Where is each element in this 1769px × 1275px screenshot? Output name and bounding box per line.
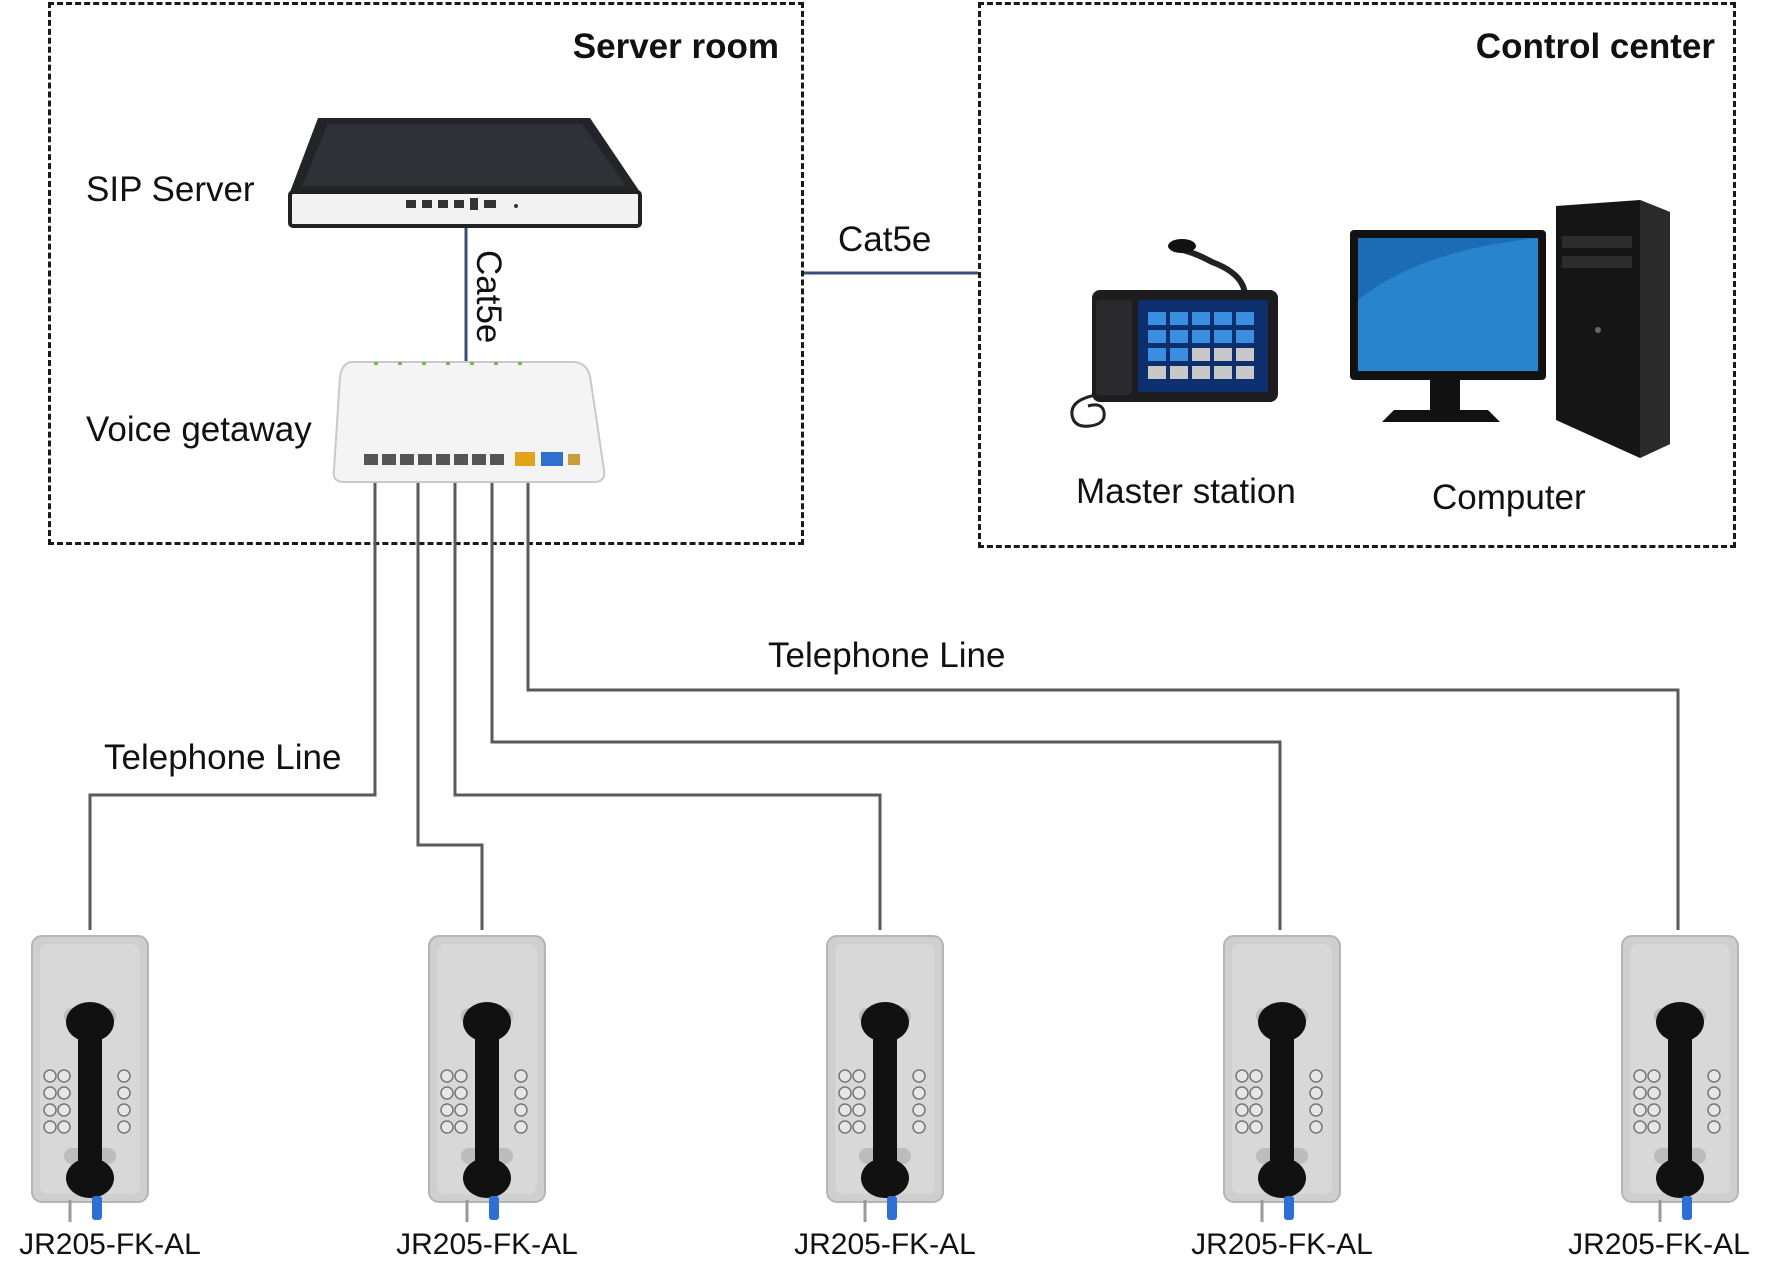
cat5e-horizontal-label: Cat5e [838, 220, 932, 259]
phone-model-label: JR205-FK-AL [794, 1228, 976, 1261]
phone-device [1223, 935, 1341, 1222]
telephone-line-5 [526, 480, 1680, 930]
phone-model-label: JR205-FK-AL [19, 1228, 201, 1261]
telephone-line-4 [490, 480, 1282, 930]
computer-device [1350, 200, 1670, 458]
telephone-line-2 [416, 480, 484, 930]
phone-model-label: JR205-FK-AL [396, 1228, 578, 1261]
server-room-title: Server room [572, 27, 779, 66]
phone-device [826, 935, 944, 1222]
control-center-zone: Control center [978, 2, 1736, 548]
phone-model-label: JR205-FK-AL [1568, 1228, 1750, 1261]
telephone-line-label-left: Telephone Line [104, 738, 342, 777]
server-room-zone: Server room [48, 2, 804, 545]
telephone-line-3 [453, 480, 882, 930]
master-station-label: Master station [1076, 472, 1296, 511]
sip-server-device [288, 118, 642, 228]
phone-device [428, 935, 546, 1222]
telephone-line-1 [88, 480, 377, 930]
computer-label: Computer [1432, 478, 1586, 517]
control-center-title: Control center [1475, 27, 1715, 66]
phone-device [31, 935, 149, 1222]
sip-server-label: SIP Server [86, 170, 255, 209]
master-station-device [1070, 239, 1278, 428]
voice-gateway-device [332, 361, 606, 483]
phone-device [1621, 935, 1739, 1222]
phone-devices [31, 935, 1739, 1222]
cat5e-vertical-label: Cat5e [469, 250, 508, 344]
phone-model-label: JR205-FK-AL [1191, 1228, 1373, 1261]
voice-gateway-label: Voice getaway [86, 410, 312, 449]
telephone-line-label-right: Telephone Line [768, 636, 1006, 675]
